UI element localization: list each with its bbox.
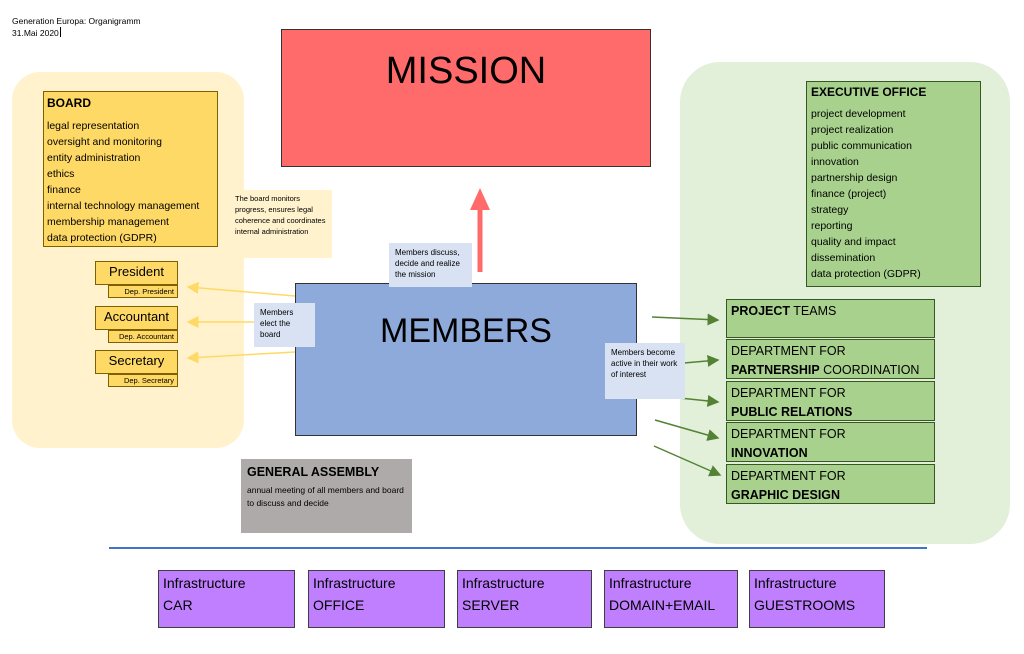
infrastructure-domain-email-line2: DOMAIN+EMAIL — [609, 597, 716, 613]
board-title: BOARD — [47, 96, 91, 110]
arrow-to-president — [186, 281, 296, 297]
role-deputy-accountant: Dep. Accountant — [108, 330, 178, 343]
infrastructure-guestrooms-line1: Infrastructure — [754, 575, 837, 591]
infrastructure-guestrooms: Infrastructure GUESTROOMS — [749, 570, 885, 628]
document-title: Generation Europa: Organigramm — [12, 16, 141, 26]
board-item: membership management — [47, 216, 169, 228]
executive-item: reporting — [811, 220, 853, 232]
department-graphic-design-prefix: DEPARTMENT FOR — [731, 469, 846, 483]
members-label: MEMBERS — [380, 312, 552, 350]
executive-item: strategy — [811, 204, 849, 216]
infrastructure-server-line1: Infrastructure — [462, 575, 545, 591]
executive-item: innovation — [811, 156, 859, 168]
board-item: data protection (GDPR) — [47, 232, 157, 244]
executive-item: dissemination — [811, 252, 876, 264]
infrastructure-car-line2: CAR — [163, 597, 193, 613]
arrow-to-project-teams — [651, 313, 720, 326]
members-box: MEMBERS — [295, 283, 637, 436]
board-note: The board monitors progress, ensures leg… — [230, 190, 332, 258]
arrow-members-to-mission-head — [470, 188, 490, 210]
board-item: entity administration — [47, 152, 141, 164]
department-project-teams: PROJECT TEAMS — [726, 299, 935, 338]
role-deputy-secretary: Dep. Secretary — [108, 374, 178, 387]
note-members-active: Members become active in their work of i… — [605, 343, 685, 399]
department-partnership-prefix: DEPARTMENT FOR — [731, 344, 846, 358]
department-graphic-design-bold: GRAPHIC DESIGN — [731, 488, 841, 502]
department-partnership-bold: PARTNERSHIP — [731, 363, 820, 377]
note-members-discuss: Members discuss, decide and realize the … — [389, 243, 472, 287]
arrow-to-secretary — [186, 351, 296, 364]
general-assembly-description: annual meeting of all members and board … — [247, 485, 404, 508]
executive-item: partnership design — [811, 172, 898, 184]
infrastructure-server: Infrastructure SERVER — [457, 570, 592, 628]
general-assembly-title: GENERAL ASSEMBLY — [247, 465, 380, 479]
executive-item: data protection (GDPR) — [811, 268, 921, 280]
role-president: President — [95, 261, 178, 285]
infrastructure-office-line2: OFFICE — [313, 597, 365, 613]
department-innovation: DEPARTMENT FOR INNOVATION — [726, 422, 935, 462]
arrow-to-graphic-design — [653, 445, 722, 477]
infrastructure-car-line1: Infrastructure — [163, 575, 246, 591]
role-accountant: Accountant — [95, 306, 178, 330]
department-innovation-prefix: DEPARTMENT FOR — [731, 427, 846, 441]
infrastructure-domain-email-line1: Infrastructure — [609, 575, 692, 591]
infrastructure-domain-email: Infrastructure DOMAIN+EMAIL — [604, 570, 738, 628]
divider-line — [109, 547, 927, 549]
executive-responsibilities: project development project realization … — [811, 106, 976, 282]
arrow-to-innovation — [654, 419, 720, 441]
mission-box: MISSION — [281, 29, 651, 167]
infrastructure-office-line1: Infrastructure — [313, 575, 396, 591]
executive-item: project realization — [811, 124, 894, 136]
department-public-relations: DEPARTMENT FOR PUBLIC RELATIONS — [726, 381, 935, 421]
executive-office-title: EXECUTIVE OFFICE — [811, 85, 927, 99]
board-item: legal representation — [47, 120, 140, 132]
board-item: oversight and monitoring — [47, 136, 162, 148]
document-date-text: 31.Mai 2020 — [12, 28, 59, 38]
board-item: finance — [47, 184, 81, 196]
department-partnership-rest: COORDINATION — [819, 363, 920, 377]
board-box: BOARD legal representation oversight and… — [43, 91, 218, 247]
general-assembly-box: GENERAL ASSEMBLY annual meeting of all m… — [241, 459, 412, 533]
board-item: ethics — [47, 168, 75, 180]
department-innovation-bold: INNOVATION — [731, 446, 808, 460]
role-secretary: Secretary — [95, 350, 178, 374]
infrastructure-server-line2: SERVER — [462, 597, 520, 613]
role-deputy-president: Dep. President — [108, 285, 178, 298]
board-item: internal technology management — [47, 200, 200, 212]
department-public-relations-prefix: DEPARTMENT FOR — [731, 386, 846, 400]
text-cursor — [59, 27, 61, 37]
note-members-elect: Members elect the board — [254, 303, 315, 347]
infrastructure-car: Infrastructure CAR — [158, 570, 295, 628]
mission-label: MISSION — [385, 50, 547, 92]
executive-item: public communication — [811, 140, 912, 152]
infrastructure-office: Infrastructure OFFICE — [308, 570, 445, 628]
infrastructure-guestrooms-line2: GUESTROOMS — [754, 597, 856, 613]
board-responsibilities: legal representation oversight and monit… — [47, 118, 214, 246]
department-project-teams-rest: TEAMS — [790, 304, 837, 318]
department-public-relations-bold: PUBLIC RELATIONS — [731, 405, 853, 419]
department-project-teams-bold: PROJECT — [731, 304, 791, 318]
document-header: Generation Europa: Organigramm 31.Mai 20… — [12, 15, 141, 39]
executive-item: project development — [811, 108, 906, 120]
executive-item: quality and impact — [811, 236, 896, 248]
department-graphic-design: DEPARTMENT FOR GRAPHIC DESIGN — [726, 464, 935, 504]
executive-office-box: EXECUTIVE OFFICE project development pro… — [806, 81, 981, 287]
department-partnership: DEPARTMENT FOR PARTNERSHIP COORDINATION — [726, 339, 935, 379]
executive-item: finance (project) — [811, 188, 887, 200]
document-date: 31.Mai 2020 — [12, 27, 141, 39]
